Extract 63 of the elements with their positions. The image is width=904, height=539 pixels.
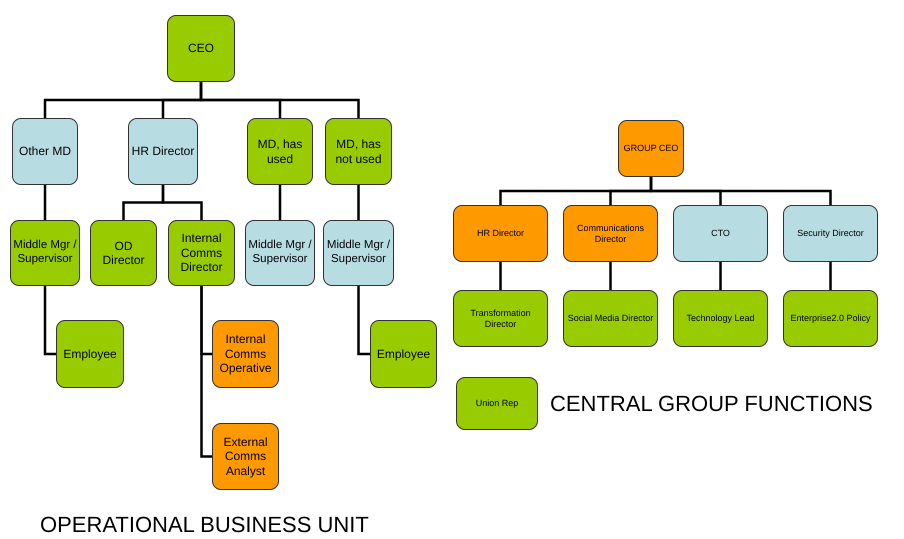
org-box — [673, 290, 768, 347]
connector-line — [650, 177, 832, 205]
connector-line — [357, 286, 370, 356]
org-box — [212, 320, 279, 388]
org-box — [783, 205, 878, 262]
connector-line — [162, 185, 203, 220]
org-box — [12, 118, 78, 185]
role-title: Middle Mgr / Supervisor — [13, 239, 77, 267]
role-title: Internal Comms Operative — [218, 332, 273, 376]
org-box — [673, 205, 768, 262]
section-title: OPERATIONAL BUSINESS UNIT — [40, 512, 369, 538]
org-box — [370, 320, 437, 388]
role-title: Social Media Director — [568, 313, 654, 324]
org-box — [783, 290, 878, 347]
connector-line — [278, 185, 282, 220]
role-title: Communications Director — [576, 222, 646, 244]
org-box — [325, 118, 392, 185]
role-title: Other MD — [18, 144, 71, 159]
org-box — [453, 205, 548, 262]
org-box — [456, 377, 538, 430]
connector-line — [200, 286, 212, 458]
connector-line — [609, 262, 612, 290]
role-title: Security Director — [797, 228, 864, 239]
connector-line — [499, 262, 502, 290]
connector-line — [44, 286, 56, 356]
role-title: External Comms Analyst — [222, 434, 269, 478]
org-box — [212, 423, 279, 490]
org-box — [56, 320, 124, 388]
role-title: HR Director — [132, 144, 194, 159]
role-title: CEO — [188, 41, 214, 56]
role-title: GROUP CEO — [624, 143, 678, 154]
connector-line — [357, 185, 360, 220]
role-title: MD, has not used — [334, 137, 383, 166]
org-box — [323, 220, 394, 286]
role-title: Union Rep — [476, 398, 518, 409]
role-title: Enterprise2.0 Policy — [790, 313, 871, 324]
org-box — [128, 118, 198, 185]
section-title: CENTRAL GROUP FUNCTIONS — [550, 391, 873, 417]
connector-line — [719, 262, 722, 290]
role-title: Transformation Director — [469, 308, 532, 330]
org-box — [563, 290, 658, 347]
connector-line — [829, 262, 832, 290]
connector-line — [200, 82, 360, 118]
org-box — [245, 220, 315, 286]
role-title: HR Director — [476, 228, 524, 239]
org-box — [563, 205, 658, 262]
org-box — [453, 290, 548, 347]
role-title: MD, has used — [256, 137, 304, 166]
org-box — [168, 220, 235, 286]
org-box — [167, 15, 235, 82]
org-box — [90, 220, 157, 286]
role-title: Internal Comms Director — [179, 231, 224, 275]
role-title: Employee — [63, 346, 117, 362]
org-box — [247, 118, 313, 185]
connector-line — [44, 185, 46, 220]
role-title: Middle Mgr / Supervisor — [326, 239, 391, 267]
org-box — [618, 120, 684, 177]
role-title: CTO — [711, 228, 730, 239]
org-box — [10, 220, 80, 286]
role-title: Technology Lead — [686, 313, 755, 324]
role-title: OD Director — [101, 238, 146, 268]
role-title: Middle Mgr / Supervisor — [248, 239, 312, 267]
role-title: Employee — [376, 346, 430, 362]
